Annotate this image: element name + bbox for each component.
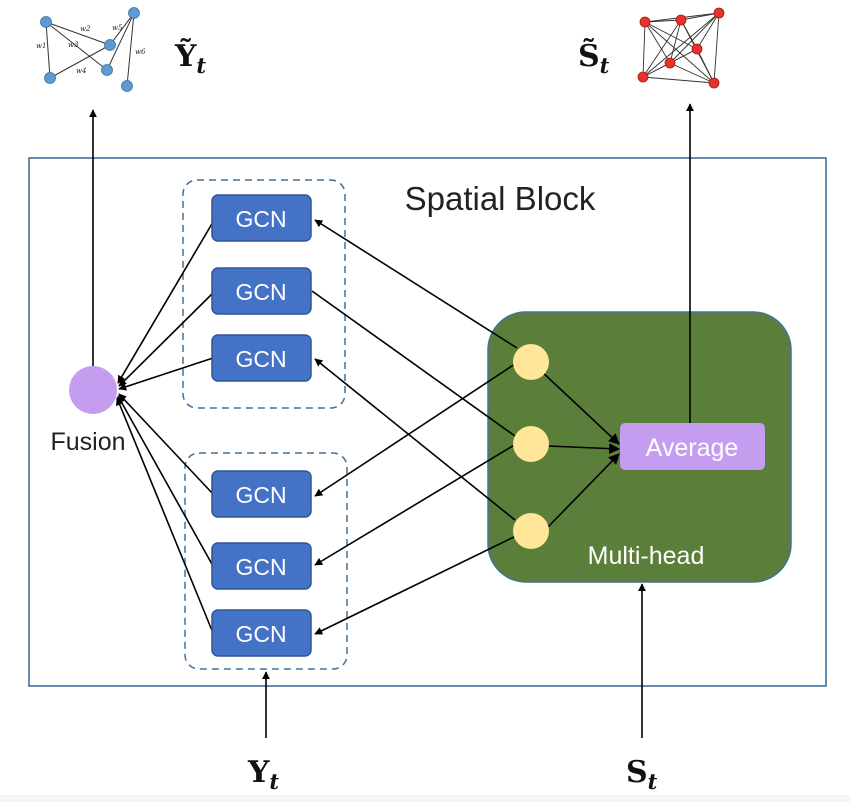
svg-text:GCN: GCN	[235, 621, 286, 647]
svg-text:w6: w6	[135, 48, 146, 56]
svg-text:GCN: GCN	[235, 482, 286, 508]
svg-text:GCN: GCN	[235, 554, 286, 580]
svg-text:w4: w4	[76, 67, 86, 75]
y-input-label: Yt	[247, 755, 279, 794]
footer-band	[0, 795, 850, 802]
average-box	[620, 423, 765, 470]
gcn-block: GCN	[211, 609, 312, 657]
head-to-gcn-arrows	[311, 219, 519, 635]
svg-text:w2: w2	[80, 25, 91, 33]
output-graph-s-icon	[637, 7, 725, 89]
svg-text:GCN: GCN	[235, 279, 286, 305]
spatial-block-frame	[28, 157, 827, 687]
attention-head-node	[513, 344, 549, 380]
attention-head-node	[513, 513, 549, 549]
gcn-block: GCN	[211, 334, 312, 382]
head-to-average-arrows	[539, 369, 621, 528]
gcn-block: GCN	[211, 542, 312, 590]
s-output-label: S̃t	[578, 39, 610, 78]
gcn-block: GCN	[211, 194, 312, 242]
y-output-label: Ỹt	[174, 38, 206, 78]
svg-text:GCN: GCN	[235, 346, 286, 372]
svg-text:GCN: GCN	[235, 206, 286, 232]
gcn-group-top	[182, 179, 346, 409]
output-graph-y-icon: w1 w2 w3 w4 w5 w6	[36, 7, 146, 92]
average-label: Average	[646, 434, 739, 462]
s-input-label: St	[626, 755, 658, 794]
gcn-block: GCN	[211, 470, 312, 518]
attention-head-node	[513, 426, 549, 462]
svg-text:w5: w5	[112, 24, 123, 32]
multihead-label: Multi-head	[588, 542, 705, 570]
svg-text:w3: w3	[68, 41, 79, 49]
svg-text:w1: w1	[36, 42, 46, 50]
gcn-block: GCN	[211, 267, 312, 315]
gcn-group-bottom	[184, 452, 348, 670]
gcn-to-fusion-arrows	[116, 221, 214, 634]
fusion-node	[69, 366, 117, 414]
fusion-label: Fusion	[50, 428, 125, 456]
spatial-block-title: Spatial Block	[405, 180, 596, 217]
